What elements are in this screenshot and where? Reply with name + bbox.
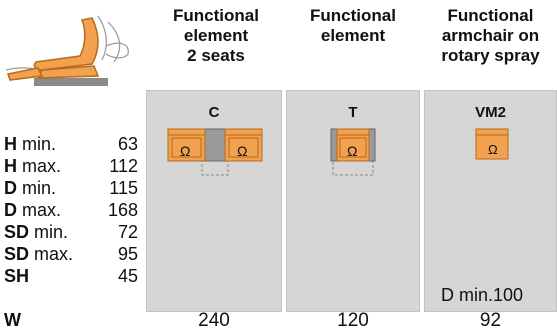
plan-view-two-seats <box>160 125 270 182</box>
dimension-row: H max. 112 <box>4 156 138 176</box>
dimension-row: H min. 63 <box>4 134 138 154</box>
element-code-t: T <box>348 104 358 121</box>
plan-view-armchair <box>474 125 514 170</box>
plan-view-single <box>325 125 385 182</box>
column-panel-1 <box>146 90 282 312</box>
dimension-row: D min. 115 <box>4 178 138 198</box>
seat-symbol-single: Ω <box>347 143 358 159</box>
width-value-2: 120 <box>337 310 369 331</box>
column-heading-2: Functional element <box>310 6 396 45</box>
element-code-vm2: VM2 <box>475 104 506 121</box>
column-heading-1: Functional element 2 seats <box>173 6 259 65</box>
column-panel-2 <box>286 90 420 312</box>
depth-note: D min.100 <box>441 285 524 305</box>
dimension-row: SH 45 <box>4 266 138 286</box>
seat-symbol-armchair: Ω <box>488 142 498 157</box>
seat-symbol-right: Ω <box>237 143 248 159</box>
width-value-1: 240 <box>198 310 230 331</box>
column-heading-3: Functional armchair on rotary spray <box>441 6 540 65</box>
seat-symbol-left: Ω <box>180 143 191 159</box>
element-code-c: C <box>208 104 220 121</box>
column-panel-3 <box>424 90 557 312</box>
dimension-row: D max. 168 <box>4 200 138 220</box>
dimension-row: SD max. 95 <box>4 244 138 264</box>
width-label: W <box>4 310 21 330</box>
dimension-row: SD min. 72 <box>4 222 138 242</box>
width-value-3: 92 <box>479 310 502 331</box>
reclining-chair-icon <box>2 8 142 93</box>
